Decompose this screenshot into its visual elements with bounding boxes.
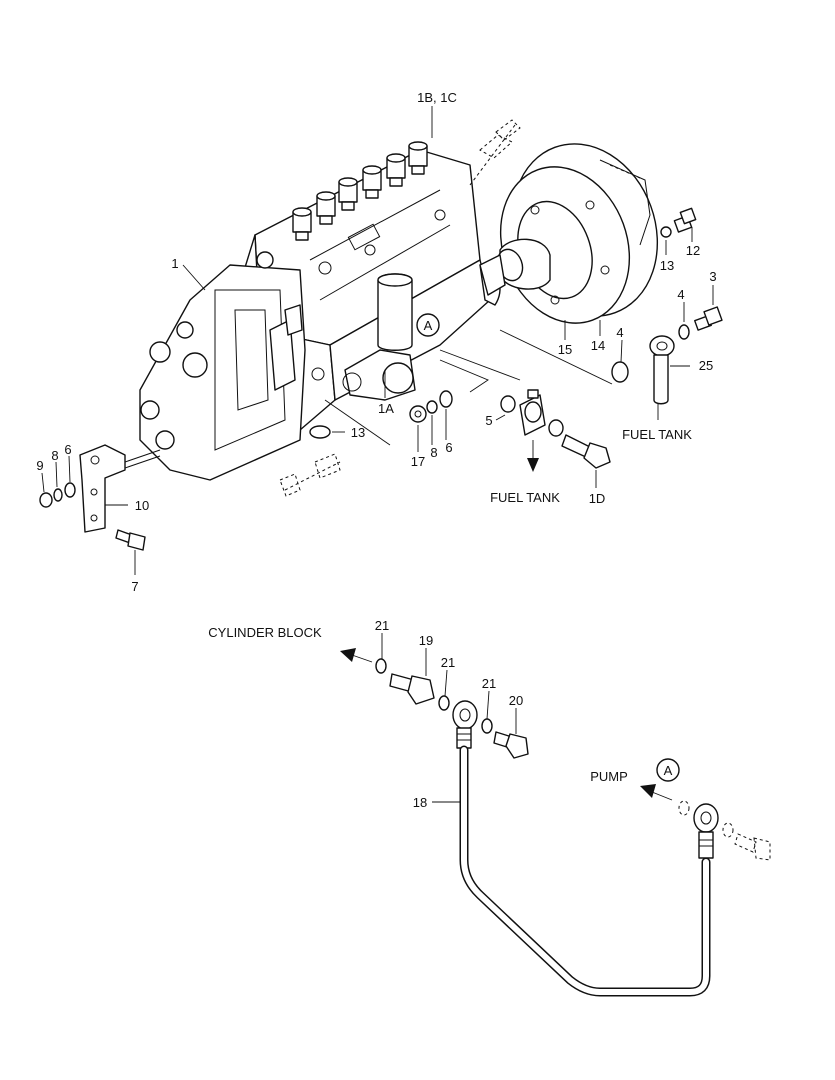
washer-4-upper — [678, 324, 690, 340]
reference-a-upper: A — [416, 313, 440, 337]
banjo-fitting — [519, 389, 546, 436]
callout-3: 3 — [709, 269, 716, 284]
bolt-3 — [694, 306, 723, 331]
hose-eye-fitting-right — [693, 803, 719, 859]
injection-pump-body — [139, 149, 501, 481]
washer-4-lower — [611, 361, 629, 383]
callout-10: 10 — [135, 498, 149, 513]
bracket-10 — [79, 444, 161, 533]
callout-21-c: 21 — [482, 676, 496, 691]
washer-13-lower — [309, 425, 331, 439]
washer-6-left — [64, 482, 76, 498]
callout-14: 14 — [591, 338, 605, 353]
delivery-valve-holders — [292, 141, 428, 241]
bolt-1d — [561, 434, 611, 469]
callout-13-lower: 13 — [351, 425, 365, 440]
direction-labels: FUEL TANK FUEL TANK CYLINDER BLOCK PUMP — [208, 427, 692, 784]
label-pump: PUMP — [590, 769, 628, 784]
washer-1d — [548, 419, 564, 437]
washer-8-mid — [426, 400, 438, 414]
callout-1: 1 — [171, 256, 178, 271]
label-fuel-tank-bottom: FUEL TANK — [490, 490, 560, 505]
callout-15: 15 — [558, 342, 572, 357]
washer-21-c — [481, 718, 493, 734]
eye-fitting-25 — [649, 335, 675, 405]
nut-9 — [39, 492, 53, 508]
callout-1a: 1A — [378, 401, 394, 416]
callout-21-b: 21 — [441, 655, 455, 670]
callout-12: 12 — [686, 243, 700, 258]
washer-8-left — [53, 488, 63, 502]
leader-lines-lower — [381, 633, 517, 803]
callout-6-left: 6 — [64, 442, 71, 457]
connector-19 — [389, 673, 435, 705]
callout-4-lower: 4 — [616, 325, 623, 340]
callout-25: 25 — [699, 358, 713, 373]
pump-arrow — [640, 784, 673, 801]
fuel-hose-18 — [459, 745, 711, 997]
callout-19: 19 — [419, 633, 433, 648]
callout-1d: 1D — [589, 491, 606, 506]
washer-21-a — [375, 658, 387, 674]
washer-6-mid — [439, 390, 453, 408]
hose-eye-fitting-left — [452, 700, 478, 749]
reference-a-lower-text: A — [664, 763, 673, 778]
callout-6-mid: 6 — [445, 440, 452, 455]
dashed-bolt-lower — [279, 453, 341, 497]
callout-8-mid: 8 — [430, 445, 437, 460]
callout-18: 18 — [413, 795, 427, 810]
callout-7: 7 — [131, 579, 138, 594]
reference-a-lower: A — [656, 758, 680, 782]
nut-17 — [409, 405, 427, 423]
callout-8-left: 8 — [51, 448, 58, 463]
washer-5 — [500, 395, 516, 413]
fuel-tank-arrow-down — [527, 440, 539, 472]
cylinder-block-arrow — [340, 648, 373, 663]
timer-coupling-assembly — [479, 143, 659, 324]
callout-17: 17 — [411, 454, 425, 469]
callout-20: 20 — [509, 693, 523, 708]
dashed-washer-right-a — [678, 800, 690, 816]
callout-5: 5 — [485, 413, 492, 428]
washer-21-b — [438, 695, 450, 711]
dashed-washer-right-b — [722, 822, 734, 838]
bolt-12 — [673, 207, 697, 233]
label-fuel-tank-right: FUEL TANK — [622, 427, 692, 442]
bolt-7 — [115, 529, 146, 551]
callout-1b-1c: 1B, 1C — [417, 90, 457, 105]
reference-a-upper-text: A — [424, 318, 433, 333]
callout-4-upper: 4 — [677, 287, 684, 302]
callout-labels: 1B, 1C 1 12 13 3 4 4 25 15 14 1A 13 5 6 … — [36, 90, 716, 810]
callout-21-a: 21 — [375, 618, 389, 633]
dashed-delivery-valve — [469, 119, 521, 186]
dashed-bolt-right — [734, 833, 771, 861]
callout-13-upper: 13 — [660, 258, 674, 273]
bolt-20 — [493, 731, 529, 759]
leader-lines-upper — [41, 106, 714, 575]
label-cylinder-block: CYLINDER BLOCK — [208, 625, 322, 640]
washer-13-upper — [660, 226, 672, 238]
callout-9: 9 — [36, 458, 43, 473]
